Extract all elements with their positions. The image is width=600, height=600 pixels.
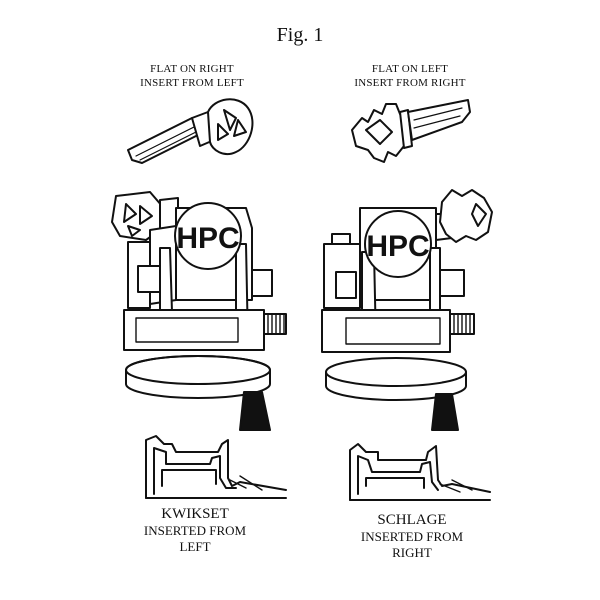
schlage-caption-line2: INSERTED FROM — [360, 529, 464, 544]
schlage-caption-name: SCHLAGE — [377, 512, 447, 528]
kwikset-caption-line2: INSERTED FROM — [143, 523, 247, 538]
right-header: FLAT ON LEFT INSERT FROM RIGHT — [330, 62, 490, 90]
figure-title: Fig. 1 — [276, 24, 324, 46]
right-header-line1: FLAT ON LEFT — [371, 63, 449, 75]
right-header-line2: INSERT FROM RIGHT — [354, 77, 466, 89]
left-header-line2: INSERT FROM LEFT — [140, 77, 244, 89]
left-hpc-badge-text: HPC — [176, 222, 239, 255]
kwikset-caption: KWIKSET INSERTED FROM LEFT — [110, 506, 280, 555]
schlage-caption-line3: RIGHT — [392, 545, 432, 560]
right-key-machine — [321, 189, 493, 431]
left-key-machine — [111, 191, 287, 431]
kwikset-caption-line3: LEFT — [179, 539, 211, 554]
left-header-line1: FLAT ON RIGHT — [150, 63, 234, 75]
schlage-key-icon — [351, 99, 471, 163]
right-hpc-badge-text: HPC — [366, 230, 429, 263]
kwikset-profile-diagram — [145, 435, 287, 499]
schlage-profile-diagram — [349, 443, 491, 501]
kwikset-key-icon — [127, 98, 254, 164]
kwikset-caption-name: KWIKSET — [161, 506, 229, 522]
left-header: FLAT ON RIGHT INSERT FROM LEFT — [112, 62, 272, 90]
schlage-caption: SCHLAGE INSERTED FROM RIGHT — [322, 512, 502, 561]
